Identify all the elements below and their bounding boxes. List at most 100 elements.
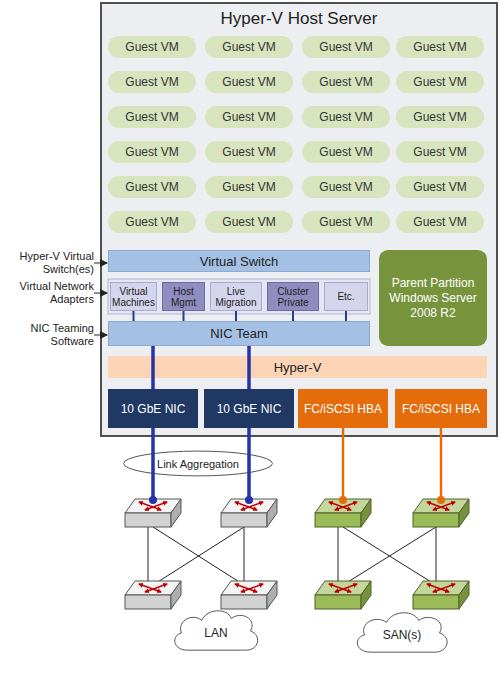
mesh-wire	[148, 527, 149, 585]
lan-switch-icon	[221, 499, 277, 527]
connector-line	[183, 311, 185, 321]
node-text: Cluster Private	[268, 286, 318, 308]
node-text: Guest VM	[319, 110, 372, 124]
guest-vm-pill: Guest VM	[396, 141, 484, 163]
mesh-wire	[343, 527, 436, 585]
connector-line	[133, 311, 135, 321]
node-text: Guest VM	[222, 145, 275, 159]
network-cloud: LAN	[168, 606, 264, 654]
san-switch-icon	[413, 581, 469, 609]
ellipse-shape	[124, 451, 273, 476]
mesh-wire	[153, 527, 244, 585]
node-text: Parent Partition Windows Server 2008 R2	[385, 276, 481, 321]
guest-vm-pill: Guest VM	[302, 36, 390, 58]
node-text: Guest VM	[125, 145, 178, 159]
san-switches	[315, 499, 469, 609]
cloud-shape	[175, 611, 258, 650]
node-text: Hyper-V Host Server	[100, 2, 498, 29]
node-text: FC/iSCSI HBA	[402, 402, 480, 416]
node-text: Live Migration	[211, 286, 261, 308]
node-text: LAN	[204, 626, 227, 640]
guest-vm-pill: Guest VM	[205, 106, 293, 128]
guest-vm-pill: Guest VM	[205, 36, 293, 58]
guest-vm-pill: Guest VM	[396, 36, 484, 58]
hba-box: FC/iSCSI HBA	[298, 389, 388, 428]
node-text: Guest VM	[222, 180, 275, 194]
mesh-wire	[343, 527, 436, 585]
guest-vm-pill: Guest VM	[108, 71, 196, 93]
guest-vm-pill: Guest VM	[302, 141, 390, 163]
port-dot	[339, 496, 347, 504]
adapter-band	[108, 279, 370, 314]
lan-switch-icon	[221, 581, 277, 609]
node-text: Guest VM	[222, 110, 275, 124]
virtual-adapter-box: Host Mgmt	[162, 282, 205, 311]
hba-box: FC/iSCSI HBA	[395, 389, 487, 428]
node-text: Guest VM	[413, 75, 466, 89]
guest-vm-pill: Guest VM	[302, 211, 390, 233]
node-text: 10 GbE NIC	[217, 402, 282, 416]
guest-vm-pill: Guest VM	[205, 211, 293, 233]
node-text: Guest VM	[319, 40, 372, 54]
link-aggregation-ellipse: Link Aggregation	[122, 450, 274, 477]
host-server-box: Hyper-V Host ServerGuest VM Guest VM Guest…	[100, 2, 498, 437]
connector-line	[292, 311, 294, 321]
switch-mesh	[148, 527, 436, 585]
guest-vm-pill: Guest VM	[205, 71, 293, 93]
guest-vm-pill: Guest VM	[108, 36, 196, 58]
node-text: Guest VM	[413, 215, 466, 229]
node-text: Virtual Machines	[111, 286, 156, 308]
node-text: Guest VM	[413, 145, 466, 159]
node-text: Guest VM	[222, 75, 275, 89]
node-text: Guest VM	[125, 75, 178, 89]
connector-line	[151, 346, 155, 389]
connector-line	[235, 311, 237, 321]
virtual-adapter-box: Live Migration	[210, 282, 262, 311]
uplink-wire	[342, 428, 345, 500]
san-uplinks	[343, 428, 441, 500]
hypervisor-bar: Hyper-V	[108, 356, 487, 378]
guest-vm-pill: Guest VM	[302, 106, 390, 128]
guest-vm-pill: Guest VM	[108, 176, 196, 198]
node-text: Host Mgmt	[163, 286, 204, 308]
switch-team-bar: NIC Team	[108, 321, 370, 346]
node-text: Guest VM	[413, 110, 466, 124]
guest-vm-pill: Guest VM	[396, 211, 484, 233]
guest-vm-pill: Guest VM	[205, 176, 293, 198]
callout-label: Virtual Network Adapters	[2, 280, 94, 306]
node-text: Guest VM	[319, 75, 372, 89]
node-text: Guest VM	[319, 145, 372, 159]
callout-label: NIC Teaming Software	[2, 322, 94, 348]
node-text: Link Aggregation	[157, 458, 239, 470]
callout-label: Hyper-V Virtual Switch(es)	[2, 250, 94, 276]
guest-vm-pill: Guest VM	[108, 211, 196, 233]
connector-line	[345, 311, 347, 321]
guest-vm-pill: Guest VM	[396, 176, 484, 198]
node-text: Hyper-V	[274, 360, 322, 375]
node-text: SAN(s)	[383, 628, 422, 642]
mesh-wire	[436, 527, 437, 585]
node-text: Guest VM	[319, 180, 372, 194]
guest-vm-pill: Guest VM	[302, 71, 390, 93]
mesh-wire	[244, 527, 245, 585]
cloud-shape	[357, 613, 447, 652]
node-text: FC/iSCSI HBA	[304, 402, 382, 416]
port-dot	[437, 496, 445, 504]
node-text: Guest VM	[222, 215, 275, 229]
node-text: NIC Team	[210, 326, 268, 341]
guest-vm-pill: Guest VM	[108, 141, 196, 163]
san-switch-icon	[315, 499, 371, 527]
node-text: Virtual Switch	[200, 254, 279, 269]
nic-box: 10 GbE NIC	[204, 389, 294, 428]
node-text: Guest VM	[125, 180, 178, 194]
connector-line	[247, 346, 251, 389]
network-cloud: SAN(s)	[350, 608, 454, 656]
lan-switch-icon	[125, 499, 181, 527]
port-dot	[245, 496, 253, 504]
san-switch-icon	[315, 581, 371, 609]
node-text: Guest VM	[319, 215, 372, 229]
mesh-wire	[153, 527, 244, 585]
node-text: Guest VM	[222, 40, 275, 54]
guest-vm-pill: Guest VM	[302, 176, 390, 198]
